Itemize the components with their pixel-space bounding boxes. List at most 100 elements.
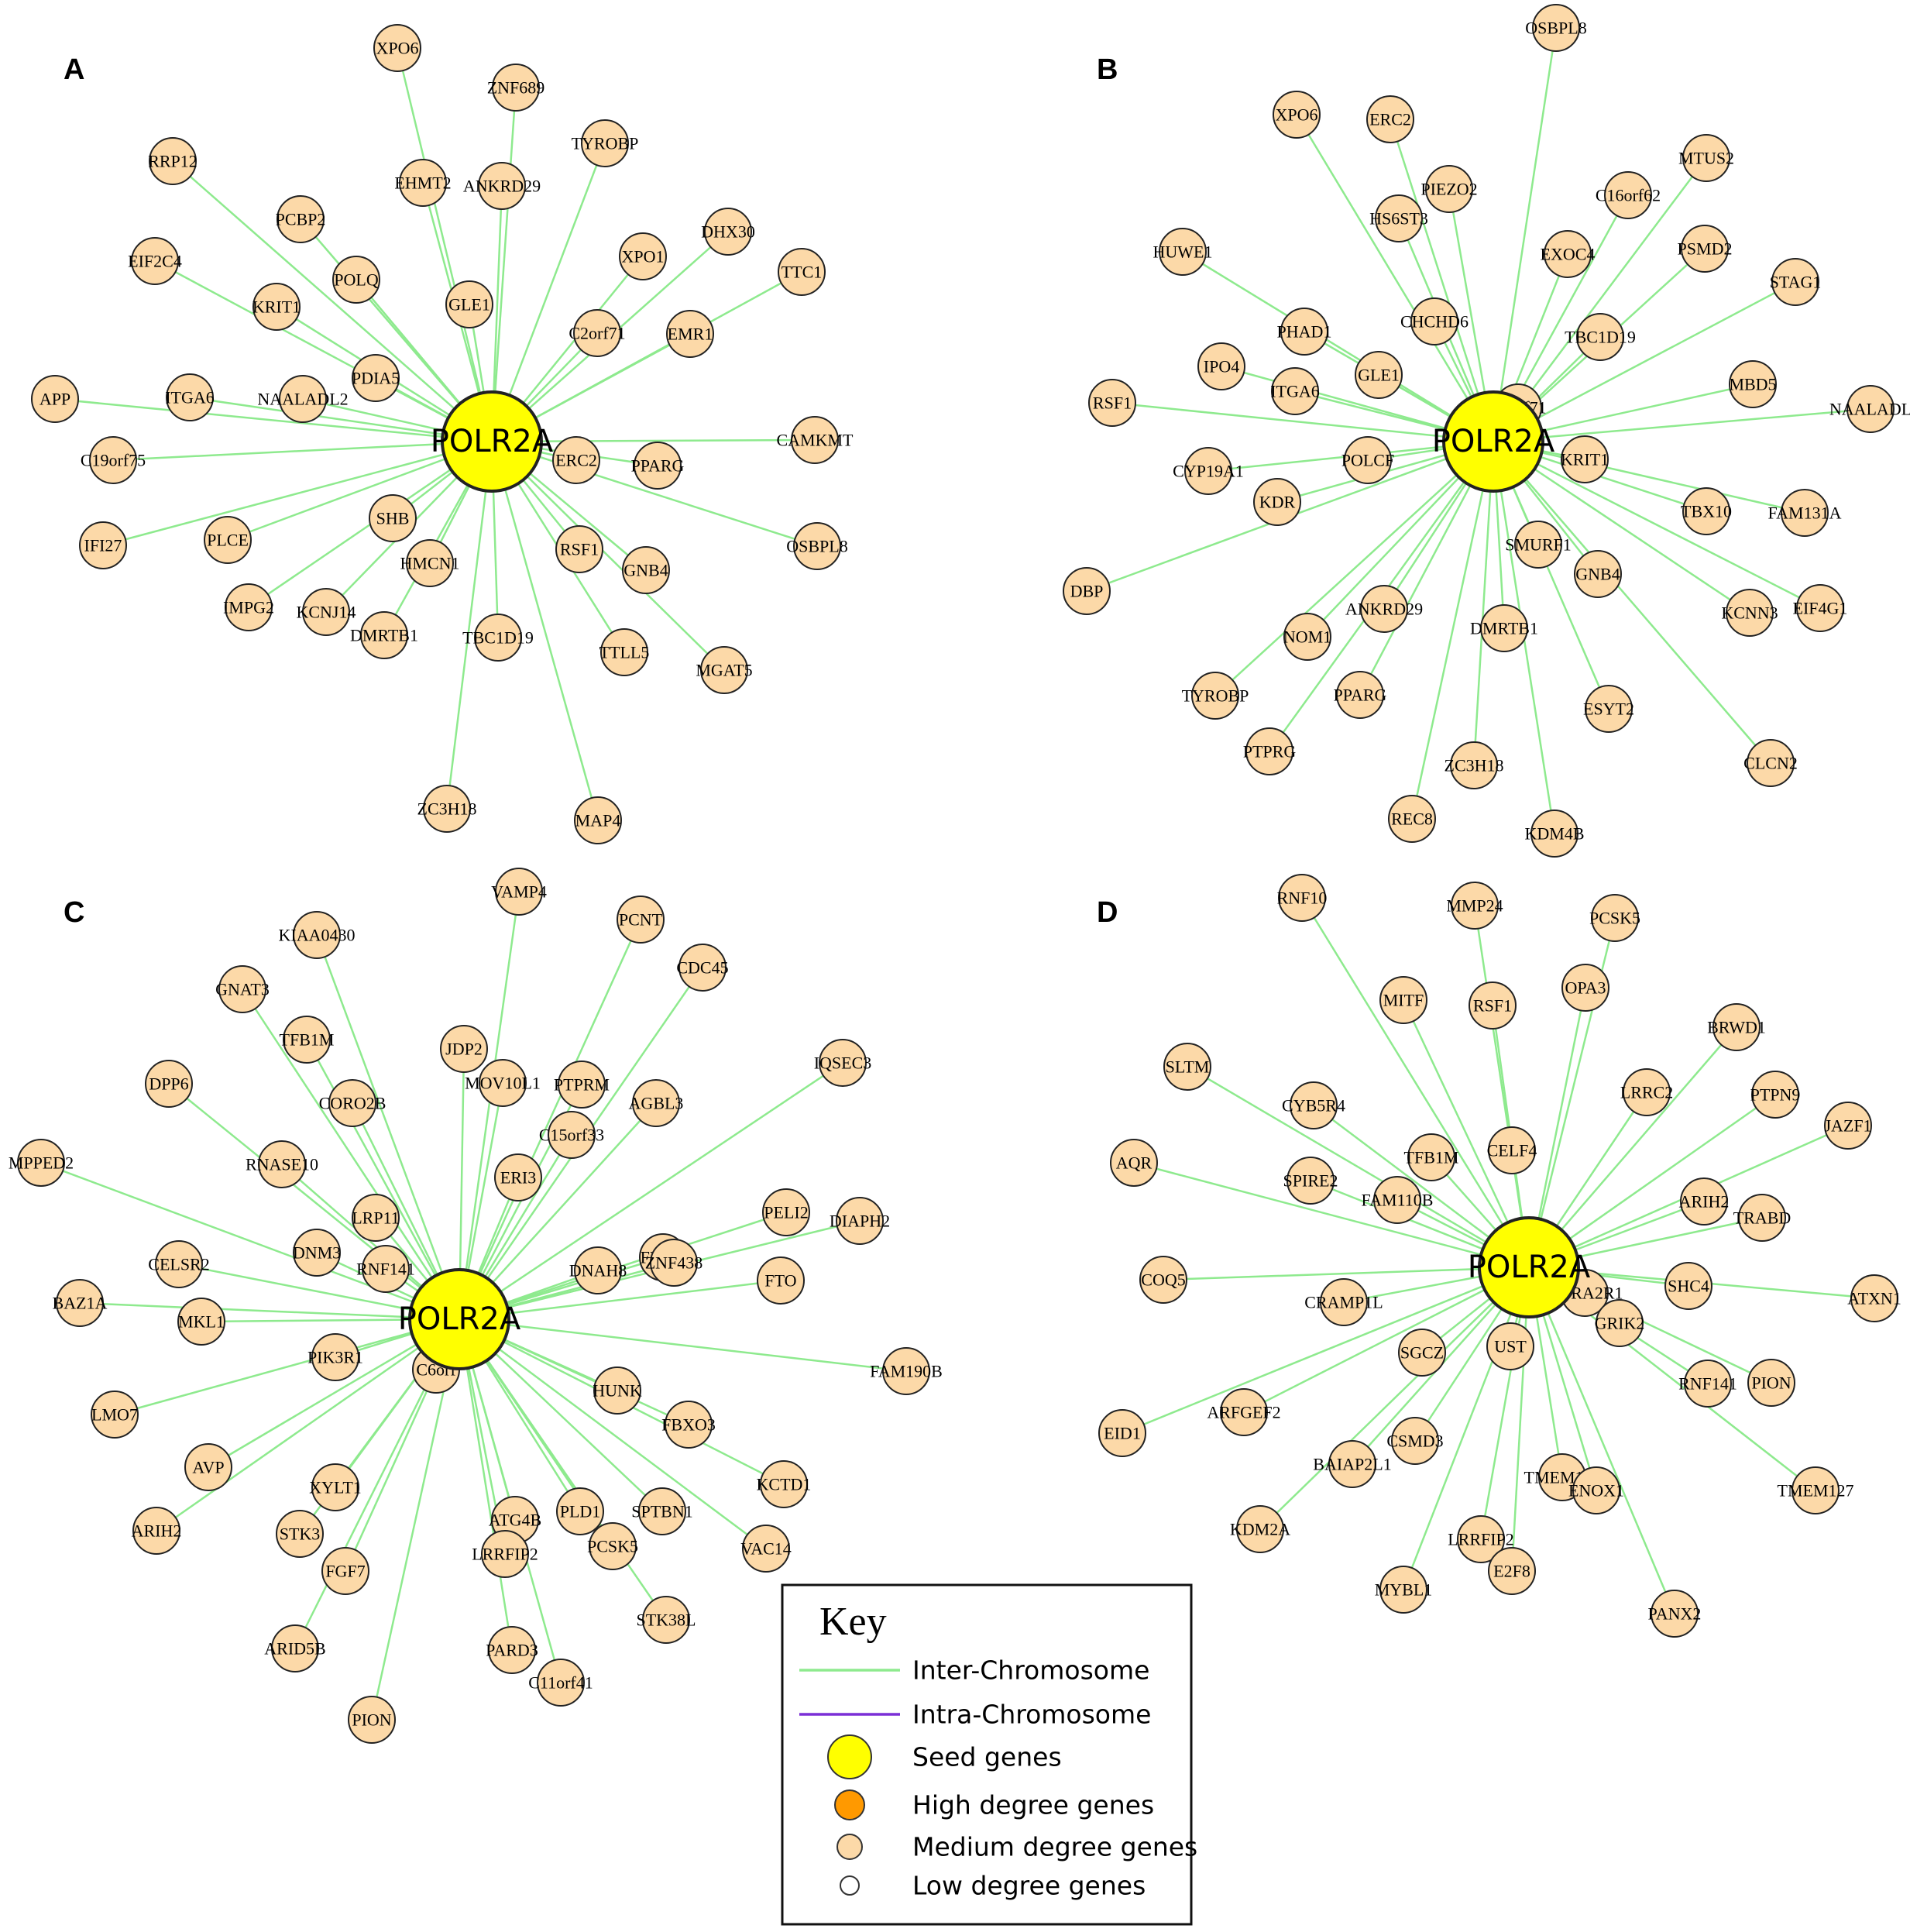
gene-node-circle [1236, 1505, 1284, 1553]
panel-letter: A [64, 53, 84, 86]
edge-zc3h18 [1472, 441, 1495, 766]
gene-node: KCNJ14 [296, 588, 356, 636]
gene-node-circle [492, 64, 540, 112]
gene-label: EID1 [1104, 1424, 1141, 1443]
gene-node: ZC3H18 [1445, 741, 1504, 789]
edge-eif4g1 [1493, 440, 1821, 610]
gene-node-circle [362, 1245, 410, 1293]
gene-node: SGCZ [1398, 1329, 1446, 1377]
gene-node: KRIT1 [1561, 435, 1609, 483]
gene-node: PARD3 [486, 1626, 538, 1674]
gene-node: KDM2A [1230, 1505, 1290, 1553]
gene-node-circle [742, 1525, 790, 1573]
gene-node-circle [132, 1507, 180, 1555]
gene-label: CDC45 [676, 958, 728, 978]
gene-label: GNB4 [623, 561, 668, 580]
gene-node-circle [1379, 1566, 1427, 1614]
gene-label: LRRFIP2 [472, 1545, 538, 1564]
gene-node-circle [494, 1153, 542, 1201]
gene-node: ATXN1 [1847, 1274, 1901, 1322]
gene-node-circle [678, 944, 727, 992]
gene-node-circle [1684, 1360, 1732, 1408]
gene-label: SPTBN1 [631, 1502, 692, 1521]
gene-node: MITF [1379, 976, 1427, 1024]
gene-node-circle [1355, 351, 1403, 399]
gene-label: HUWE1 [1153, 242, 1213, 262]
gene-label: HUNK [593, 1381, 642, 1401]
gene-node-circle [1682, 487, 1730, 535]
gene-node-circle [474, 614, 522, 662]
legend-swatch-circle [834, 1789, 865, 1820]
edge-osbpl8 [491, 440, 818, 548]
gene-label: MGAT5 [696, 661, 752, 680]
gene-label: KCTD1 [757, 1475, 812, 1494]
edge-c19orf75 [112, 440, 493, 462]
gene-node: FAM131A [1768, 489, 1842, 537]
gene-node: FAM190B [870, 1347, 943, 1395]
gene-node: PION [1747, 1359, 1795, 1407]
gene-label: EMR1 [668, 325, 713, 344]
gene-node: TBX10 [1681, 487, 1732, 535]
gene-node: CORO2B [319, 1079, 386, 1127]
gene-node: OPA3 [1561, 964, 1609, 1012]
gene-node-circle [1391, 1417, 1439, 1465]
gene-node: PCNT [617, 896, 665, 944]
gene-node-circle [650, 1239, 698, 1287]
edge-stag1 [1493, 280, 1796, 443]
gene-label: C19orf75 [81, 451, 146, 470]
gene-node-circle [619, 232, 667, 280]
gene-node: GNB4 [622, 546, 670, 594]
gene-node: TBC1D19 [462, 614, 534, 662]
gene-label: C15orf33 [539, 1126, 604, 1145]
gene-node-circle [1088, 379, 1136, 427]
gene-label: LRRC2 [1620, 1083, 1673, 1102]
gene-label: DNM3 [293, 1243, 341, 1263]
gene-label: RRP12 [148, 152, 198, 171]
gene-label: NOM1 [1283, 627, 1331, 647]
gene-node-circle [321, 1547, 369, 1595]
gene-node: AVP [184, 1443, 232, 1491]
gene-label: MOV10L1 [465, 1074, 541, 1093]
gene-node-circle [1729, 360, 1777, 408]
gene-node: FGF7 [321, 1547, 369, 1595]
gene-node: NAALADL [1829, 385, 1910, 433]
gene-label: PTPRM [554, 1075, 610, 1095]
gene-node-circle [1159, 228, 1207, 276]
gene-node-circle [1271, 367, 1319, 415]
gene-node: MPPED2 [9, 1139, 74, 1187]
gene-label: POLCF [1341, 451, 1394, 470]
edge-arfgef2 [1243, 1266, 1530, 1414]
gene-node: XPO6 [373, 24, 421, 72]
gene-node-circle [666, 310, 714, 358]
gene-node-circle [1098, 1409, 1146, 1457]
gene-label: MMP24 [1446, 896, 1503, 916]
gene-node: PIEZO2 [1420, 165, 1478, 213]
edge-baz1a [79, 1301, 460, 1321]
gene-node: KCNN3 [1721, 589, 1778, 637]
gene-label: EHMT2 [394, 174, 451, 193]
gene-label: VAMP4 [491, 882, 547, 902]
gene-label: FTO [764, 1271, 796, 1291]
gene-label: IMPG2 [223, 598, 274, 617]
gene-node-circle [574, 796, 622, 844]
gene-node-circle [352, 354, 400, 402]
gene-node: CYP19A1 [1173, 447, 1244, 495]
gene-label: GRIK2 [1595, 1314, 1645, 1333]
edge-ifi27 [102, 440, 493, 547]
gene-node: SMURF1 [1505, 521, 1572, 569]
gene-node: RNASE10 [246, 1140, 318, 1188]
gene-node: KDR [1253, 478, 1301, 526]
edge-xpo6 [396, 47, 493, 442]
legend-label: Seed genes [912, 1742, 1062, 1772]
gene-node-circle [1585, 685, 1633, 733]
gene-node: RSF1 [1088, 379, 1136, 427]
gene-node: VAC14 [740, 1525, 792, 1573]
gene-node: IFI27 [79, 521, 127, 569]
edge-kiaa0430 [315, 934, 461, 1320]
gene-node-circle [406, 539, 454, 587]
gene-node-circle [1197, 342, 1245, 390]
gene-node-circle [1651, 1590, 1699, 1638]
gene-node: MTUS2 [1678, 134, 1734, 182]
gene-label: HMCN1 [400, 554, 459, 573]
